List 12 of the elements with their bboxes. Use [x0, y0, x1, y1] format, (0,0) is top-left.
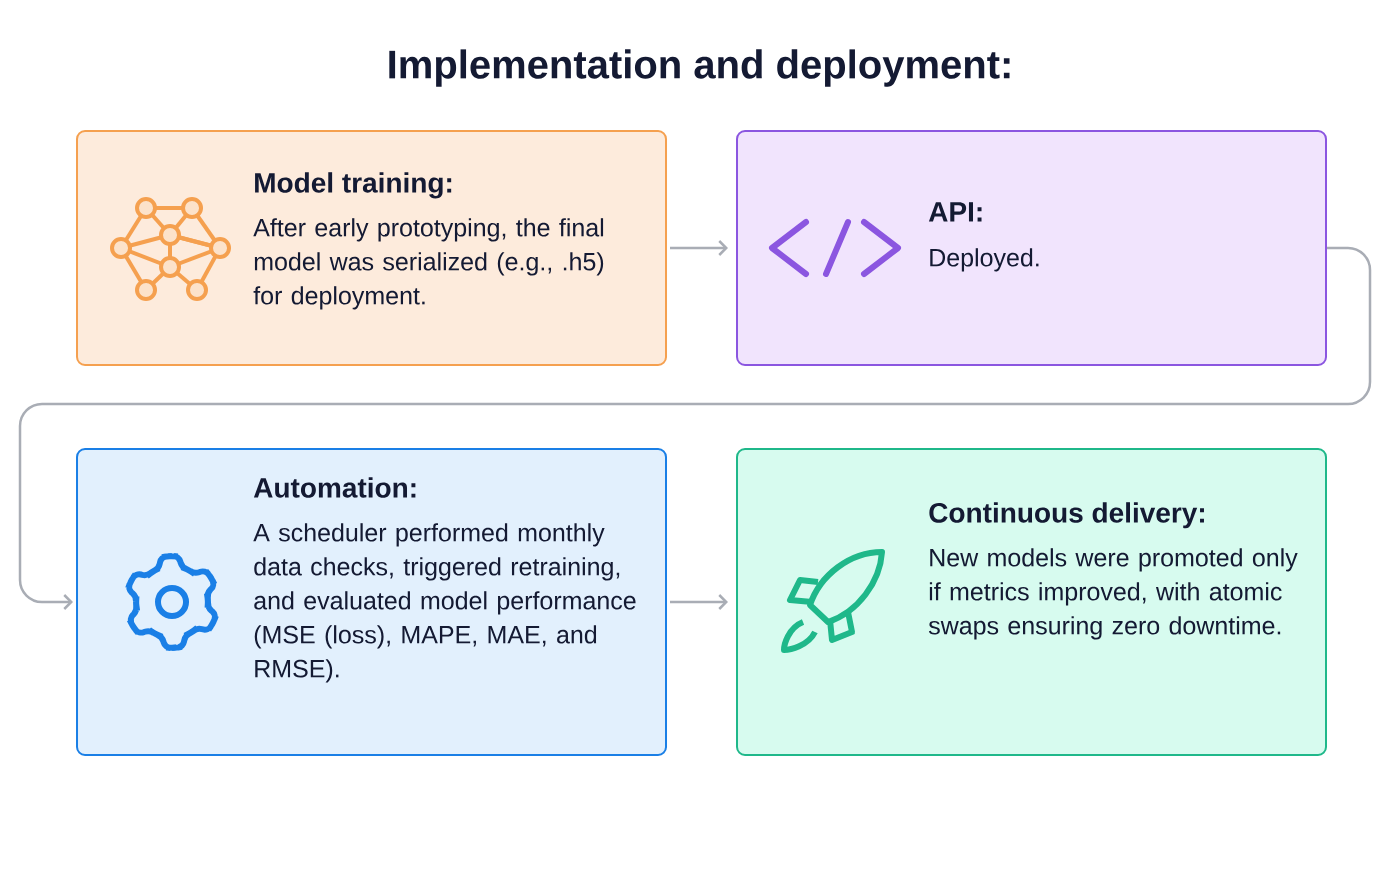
- card-text: After early prototyping, the final model was serialized (e.g., .h5) for deployment.: [253, 218, 604, 310]
- card-text: New models were promoted only if metrics improved, with atomic swaps ensuring zero downtime.: [928, 548, 1298, 640]
- card-heading: Model training:: [255, 172, 452, 199]
- arrow: [670, 240, 728, 256]
- card-text: Deployed.: [930, 248, 1039, 272]
- card-heading: API:: [928, 202, 982, 222]
- title: Implementation and deployment:: [389, 49, 1010, 87]
- arrow: [18, 246, 1372, 610]
- arrow: [670, 594, 728, 610]
- card-heading: Automation:: [253, 477, 416, 498]
- card-text: A scheduler performed monthly data checks, triggered retraining, and evaluated model performance (MSE (loss), MAPE, MAE, and RMSE).: [253, 523, 636, 683]
- card-heading: Continuous delivery:: [929, 502, 1204, 529]
